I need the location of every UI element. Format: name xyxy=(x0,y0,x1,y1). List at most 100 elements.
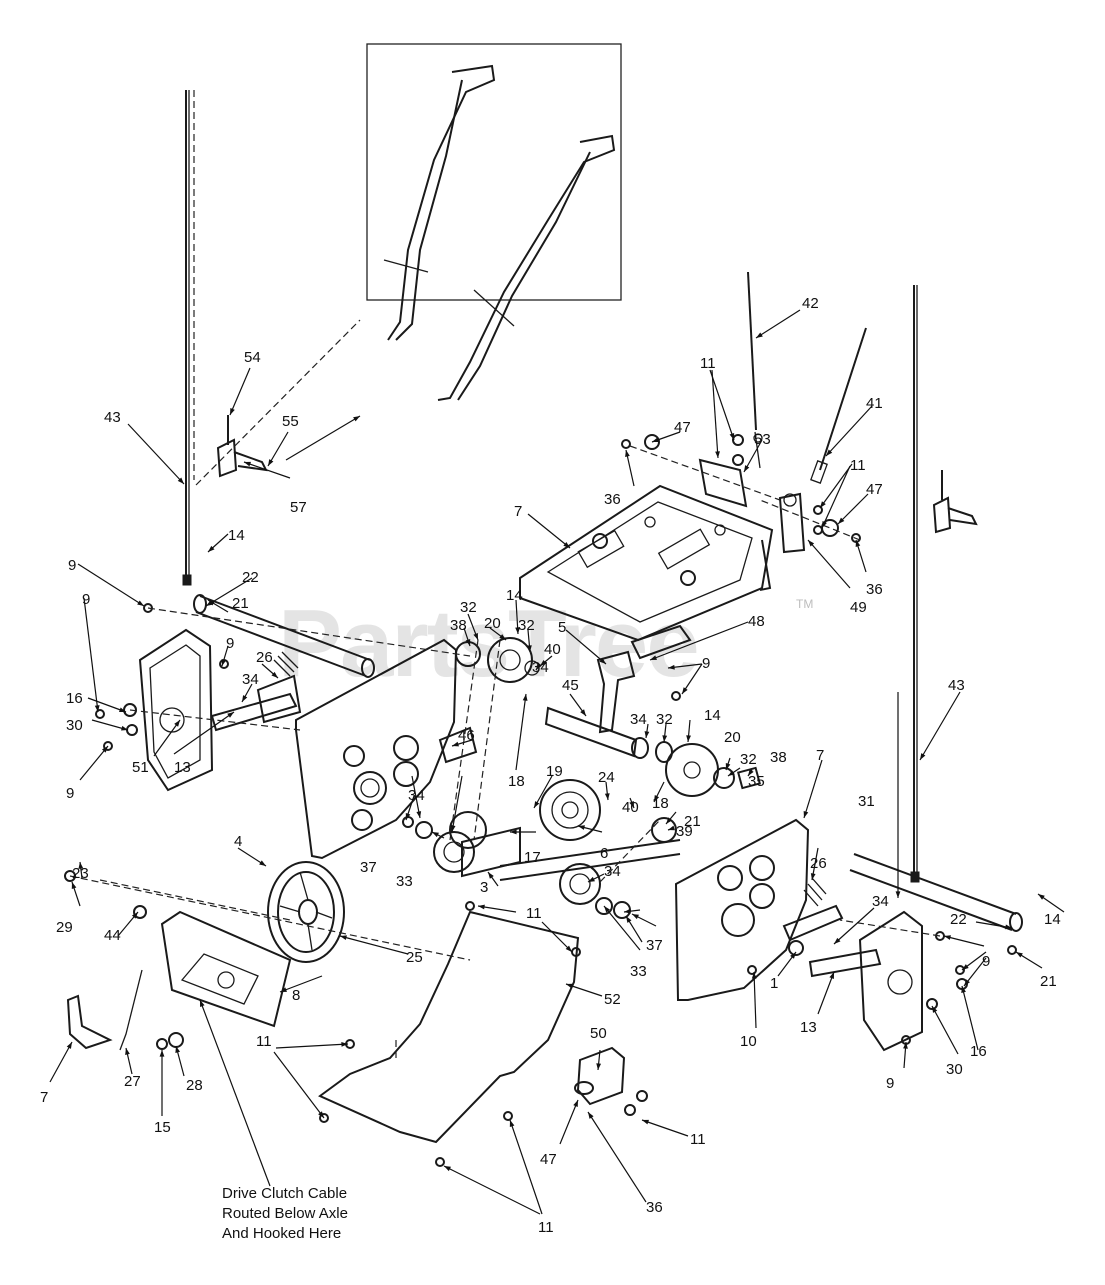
arrowhead xyxy=(596,1063,602,1070)
arrowhead xyxy=(826,449,833,456)
arrowhead xyxy=(944,935,951,940)
arrowhead xyxy=(450,825,456,832)
callout-9: 9 xyxy=(66,785,74,802)
callout-42: 42 xyxy=(802,295,819,312)
callout-11: 11 xyxy=(850,457,866,474)
callout-38: 38 xyxy=(770,749,787,766)
arrowhead xyxy=(803,811,809,818)
arrowhead xyxy=(509,1120,515,1127)
arrowhead xyxy=(563,541,570,548)
callout-45: 45 xyxy=(562,677,579,694)
callout-30: 30 xyxy=(946,1061,963,1078)
callout-14: 14 xyxy=(1044,911,1061,928)
chute-bracket-right xyxy=(932,470,978,534)
callout-31: 31 xyxy=(858,793,875,810)
callout-36: 36 xyxy=(646,1199,663,1216)
arrowhead xyxy=(578,825,585,830)
arrowhead xyxy=(353,416,360,422)
callout-7: 7 xyxy=(40,1089,48,1106)
arrowhead xyxy=(820,501,826,508)
callout-40: 40 xyxy=(622,799,639,816)
bracket-48 xyxy=(630,624,692,660)
bracket-49 xyxy=(778,492,806,554)
arrowhead xyxy=(416,811,422,818)
watermark: PartsTree xyxy=(278,590,698,697)
arrowheads xyxy=(66,332,1045,1172)
arrowhead xyxy=(652,437,659,443)
callout-24: 24 xyxy=(598,769,615,786)
arrowhead xyxy=(221,659,227,666)
arrowhead xyxy=(829,972,834,979)
bracket-5 xyxy=(596,650,636,734)
callout-labels: 42 11 47 53 36 41 11 47 36 49 7 54 55 57… xyxy=(40,295,1061,1236)
callout-37: 37 xyxy=(646,937,663,954)
arrowhead xyxy=(822,521,827,528)
callout-22: 22 xyxy=(242,569,259,586)
callout-48: 48 xyxy=(748,613,765,630)
callout-27: 27 xyxy=(124,1073,141,1090)
callout-47: 47 xyxy=(540,1151,557,1168)
frame-top xyxy=(519,484,774,642)
bearing-housing-right xyxy=(858,910,923,1052)
arrowhead xyxy=(177,477,184,484)
callout-26: 26 xyxy=(256,649,273,666)
note-line-2: Routed Below Axle xyxy=(222,1205,348,1222)
arrowhead xyxy=(1038,894,1045,900)
callout-9: 9 xyxy=(68,557,76,574)
arrowhead xyxy=(604,906,611,913)
arrowhead xyxy=(668,664,675,670)
arrowhead xyxy=(604,793,610,800)
arrowhead xyxy=(101,746,108,753)
callout-16: 16 xyxy=(66,690,83,707)
arrowhead xyxy=(522,694,528,701)
handle-inset xyxy=(366,43,622,401)
callout-20: 20 xyxy=(484,615,501,632)
callout-7: 7 xyxy=(816,747,824,764)
callout-8: 8 xyxy=(292,987,300,1004)
callout-54: 54 xyxy=(244,349,261,366)
callout-40: 40 xyxy=(544,641,561,658)
arrowhead xyxy=(932,1006,938,1013)
callout-21: 21 xyxy=(1040,973,1057,990)
watermark-trademark: TM xyxy=(796,597,813,611)
callout-41: 41 xyxy=(866,395,883,412)
arrowhead xyxy=(208,600,215,606)
callout-10: 10 xyxy=(740,1033,757,1050)
callout-52: 52 xyxy=(604,991,621,1008)
note-line-3: And Hooked Here xyxy=(222,1225,341,1242)
callout-44: 44 xyxy=(104,927,121,944)
callout-47: 47 xyxy=(674,419,691,436)
callout-38: 38 xyxy=(450,617,467,634)
callout-14: 14 xyxy=(704,707,721,724)
arrowhead xyxy=(499,634,506,640)
arrowhead xyxy=(834,937,841,944)
arrowhead xyxy=(242,695,248,702)
callout-16: 16 xyxy=(970,1043,987,1060)
arrowhead xyxy=(920,753,926,760)
friction-wheel-6 xyxy=(539,779,601,841)
callout-11: 11 xyxy=(538,1219,554,1236)
side-plate-right xyxy=(674,818,810,1001)
chute-rod-right xyxy=(910,285,920,883)
callout-49: 49 xyxy=(850,599,867,616)
callout-9: 9 xyxy=(226,635,234,652)
callout-13: 13 xyxy=(800,1019,817,1036)
arrowhead xyxy=(78,862,84,869)
arrowhead xyxy=(174,720,180,727)
arrowhead xyxy=(1005,924,1012,930)
arrowhead xyxy=(654,795,660,802)
drive-train xyxy=(433,637,681,905)
arrowhead xyxy=(588,876,595,882)
shaft-13-right xyxy=(808,948,882,978)
arrowhead xyxy=(200,1000,205,1007)
arrowhead xyxy=(488,872,494,879)
arrowhead xyxy=(573,1100,578,1107)
arrowhead xyxy=(725,763,731,770)
arrowhead xyxy=(961,986,966,993)
arrowhead xyxy=(855,540,861,547)
callout-51: 51 xyxy=(132,759,149,776)
alignment-lines xyxy=(69,319,941,961)
arrowhead xyxy=(405,813,411,820)
arrowhead xyxy=(626,916,632,923)
